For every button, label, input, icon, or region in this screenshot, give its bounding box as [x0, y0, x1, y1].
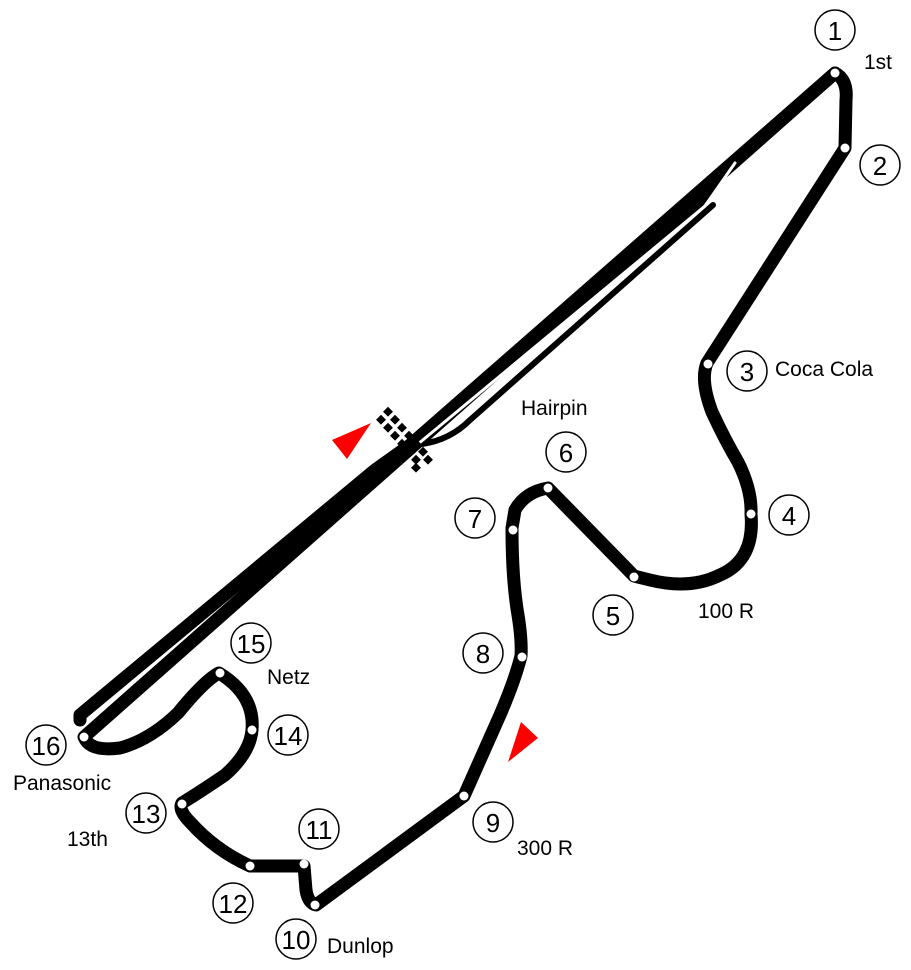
corner-3-number: 3 [740, 357, 754, 387]
corner-1-number: 1 [828, 16, 842, 46]
corner-6-name: Hairpin [521, 397, 588, 420]
corner-numbers: 1 2 3 4 5 6 7 8 9 10 11 12 13 14 15 16 [32, 16, 888, 955]
start-finish-line [376, 406, 433, 473]
corner-5-number: 5 [606, 601, 620, 631]
corner-14-number: 14 [274, 721, 303, 751]
corner-9-number: 9 [486, 808, 500, 838]
pit-lane [407, 152, 741, 449]
corner-11-number: 11 [306, 815, 333, 845]
corner-16-name: Panasonic [13, 772, 111, 795]
corner-markers [25, 9, 901, 960]
pit-lane-gap [416, 161, 737, 446]
corner-2-number: 2 [873, 151, 887, 181]
corner-13-name: 13th [67, 828, 108, 851]
corner-names: 1st Coca Cola Hairpin 100 R 300 R Dunlop… [13, 51, 892, 958]
corner-6-number: 6 [559, 438, 573, 468]
corner-8-number: 8 [476, 639, 490, 669]
corner-100r-name: 100 R [698, 600, 754, 623]
corner-16-number: 16 [32, 731, 61, 761]
corner-4-number: 4 [782, 501, 796, 531]
corner-3-name: Coca Cola [775, 358, 873, 381]
corner-15-name: Netz [267, 666, 310, 689]
corner-7-number: 7 [468, 504, 482, 534]
corner-15-number: 15 [237, 629, 266, 659]
corner-10-name: Dunlop [327, 935, 394, 958]
corner-1-name: 1st [864, 51, 892, 74]
corner-10-number: 10 [282, 925, 311, 955]
corner-12-number: 12 [219, 889, 248, 919]
direction-arrow-icon [332, 423, 371, 459]
corner-dots [79, 68, 850, 910]
corner-13-number: 13 [132, 799, 161, 829]
direction-arrow-icon [508, 722, 538, 762]
corner-9-name: 300 R [517, 837, 573, 860]
track [73, 66, 853, 912]
